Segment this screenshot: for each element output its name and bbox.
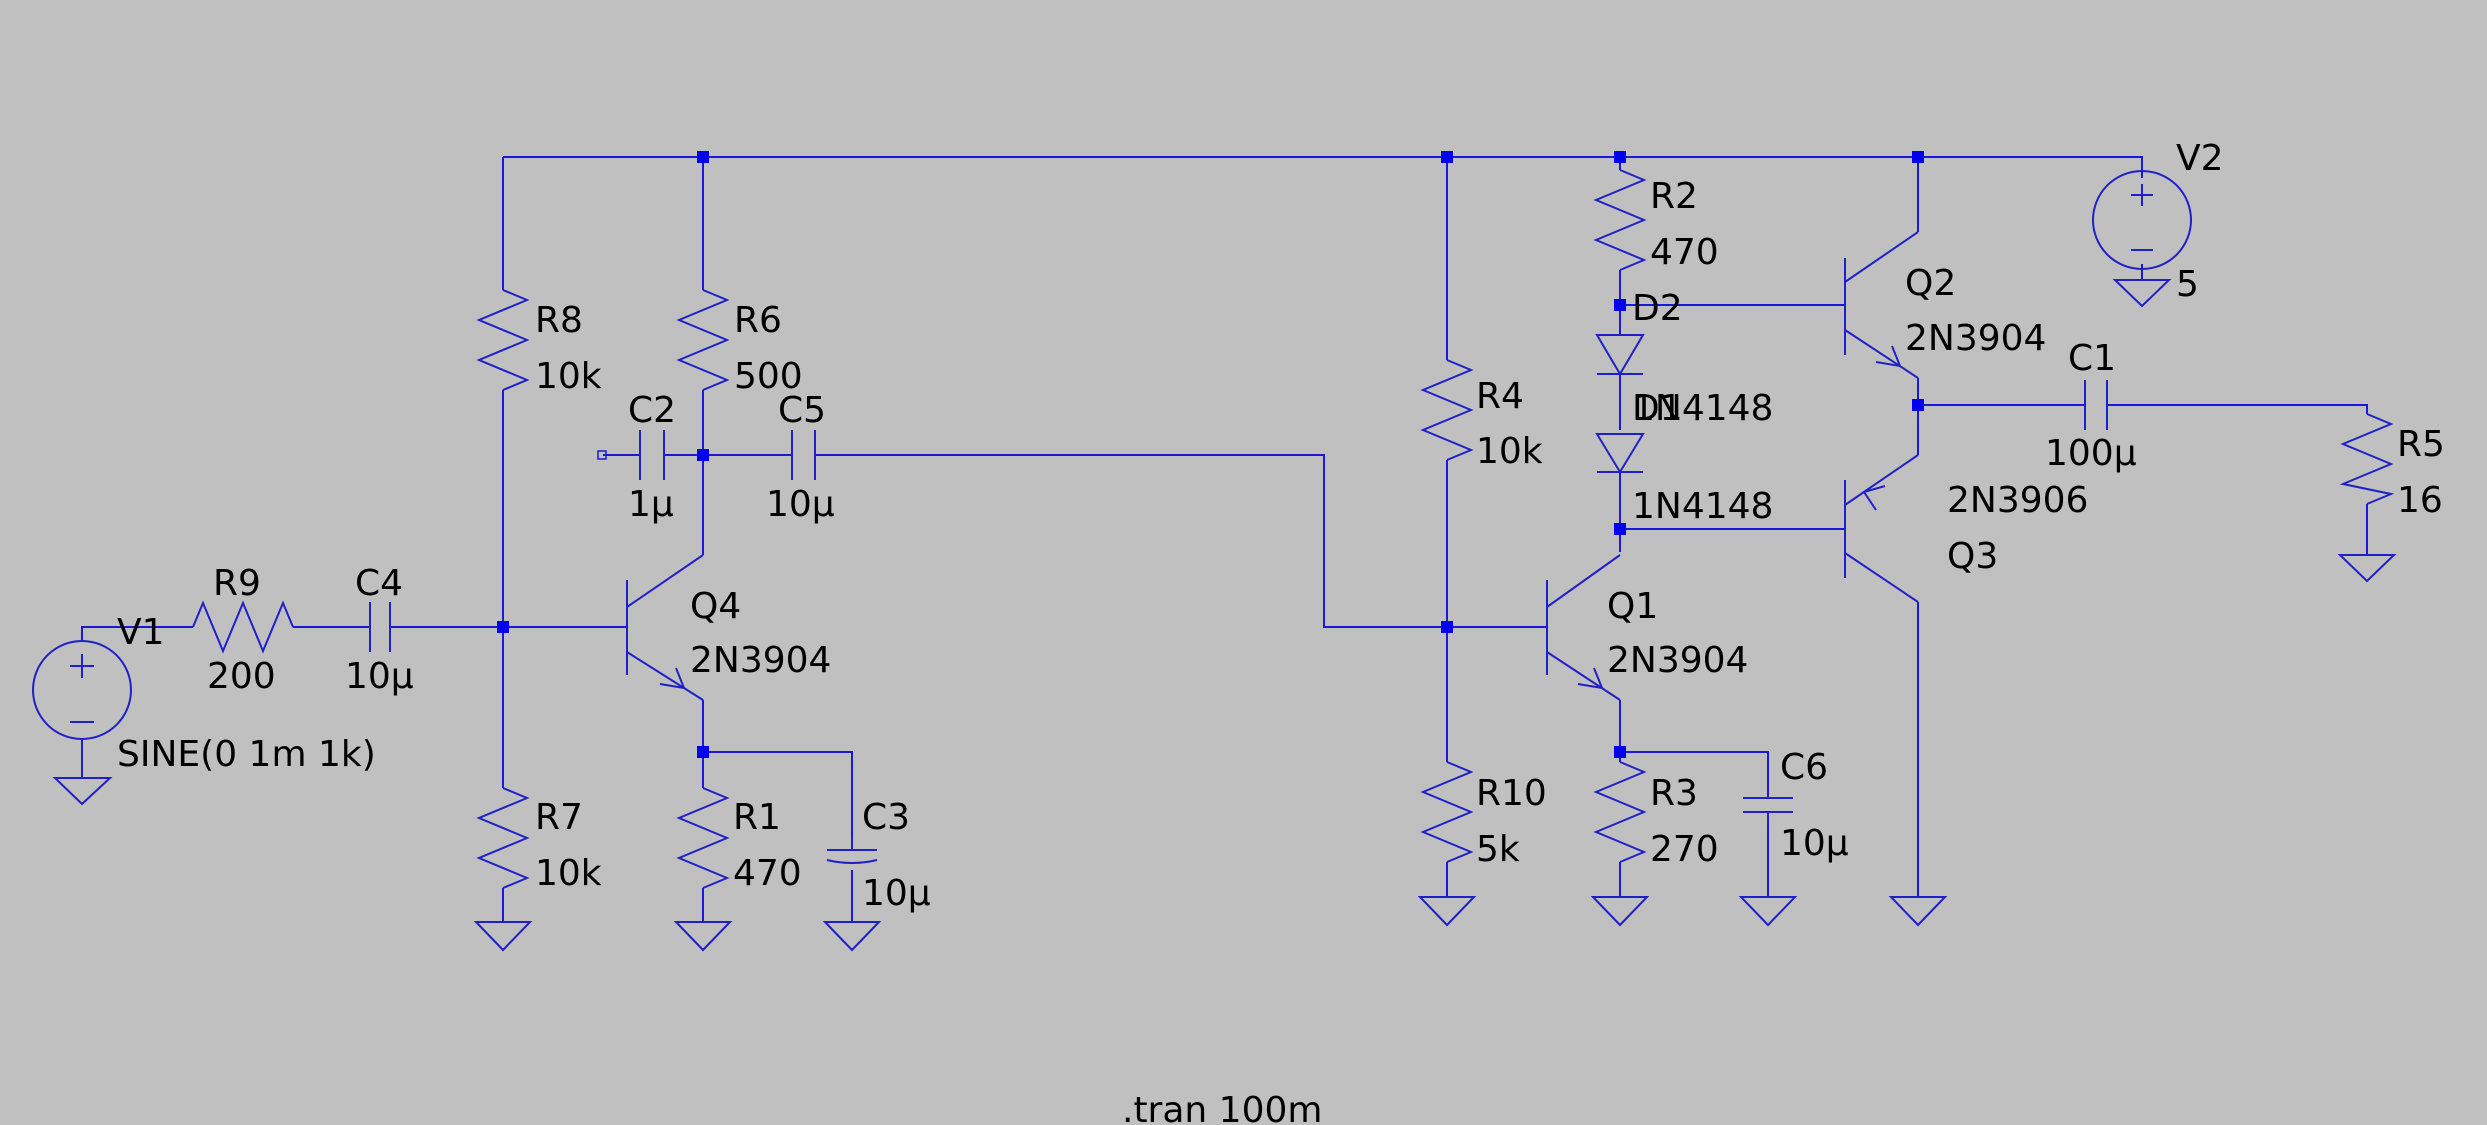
capacitor-c5[interactable]: C5 10µ [766,390,835,525]
resistor-r8-value: 10k [535,356,602,397]
ground-icon [673,921,733,952]
capacitor-c6-value: 10µ [1780,823,1849,864]
voltage-source-v2[interactable]: V2 5 [2092,138,2224,305]
resistor-r6[interactable]: R6 500 [676,289,803,397]
resistor-r8-name: R8 [535,300,583,341]
transistor-q1[interactable]: Q1 2N3904 [1546,554,1748,701]
resistor-r1-value: 470 [733,853,802,894]
voltage-source-v1-name: V1 [117,612,165,653]
resistor-r7[interactable]: R7 10k [476,787,602,894]
resistor-r3-value: 270 [1650,829,1719,870]
resistor-r4-value: 10k [1476,431,1543,472]
capacitor-c3-name: C3 [862,797,910,838]
resistor-r9-value: 200 [207,656,276,697]
capacitor-c3[interactable]: C3 10µ [826,797,931,914]
diode-d2-name: D2 [1632,288,1683,329]
resistor-r7-value: 10k [535,853,602,894]
capacitor-c3-value: 10µ [862,873,931,914]
capacitor-c4-name: C4 [355,563,403,604]
transistor-q4[interactable]: Q4 2N3904 [626,554,831,701]
resistor-r5-value: 16 [2397,480,2443,521]
resistor-r3-name: R3 [1650,773,1698,814]
capacitor-c1-value: 100µ [2045,433,2137,474]
resistor-r7-name: R7 [535,797,583,838]
resistor-r5[interactable]: R5 16 [2339,413,2445,521]
ground-icon [52,777,113,806]
ground-icon [1417,896,1477,927]
resistor-r2[interactable]: R2 470 [1593,169,1719,273]
transistor-q2-name: Q2 [1905,263,1956,304]
transistor-q2[interactable]: Q2 2N3904 [1844,231,2046,379]
resistor-r10[interactable]: R10 5k [1420,761,1547,870]
ground-symbols [52,279,2397,952]
resistor-r9-name: R9 [213,563,261,604]
resistor-r10-value: 5k [1476,829,1520,870]
capacitor-c6-name: C6 [1780,747,1828,788]
transistor-q3-name: Q3 [1947,536,1998,577]
resistor-r10-name: R10 [1476,773,1547,814]
capacitor-c2-value: 1µ [628,484,674,525]
resistor-r2-value: 470 [1650,232,1719,273]
ground-icon [1888,896,1948,927]
spice-directive[interactable]: .tran 100m [1122,1090,1322,1125]
resistor-r6-value: 500 [734,356,803,397]
diode-d1[interactable]: D1 1N4148 [1595,388,1773,527]
ground-icon [822,921,882,952]
junction-dots [497,151,1924,758]
resistor-r6-name: R6 [734,300,782,341]
capacitor-c5-value: 10µ [766,484,835,525]
resistor-r8[interactable]: R8 10k [476,289,602,397]
voltage-source-v1[interactable]: V1 SINE(0 1m 1k) [32,612,376,778]
capacitor-c5-name: C5 [778,390,826,431]
transistor-q3-model: 2N3906 [1947,480,2088,521]
voltage-source-v2-name: V2 [2176,138,2224,179]
resistor-r9[interactable]: R9 200 [192,563,294,697]
capacitor-c4[interactable]: C4 10µ [345,563,414,697]
transistor-q1-model: 2N3904 [1607,640,1748,681]
resistor-r3[interactable]: R3 270 [1593,761,1719,870]
capacitor-c1[interactable]: C1 100µ [2045,338,2137,474]
resistor-r5-name: R5 [2397,424,2445,465]
capacitor-c2[interactable]: C2 1µ [628,390,676,525]
capacitor-c4-value: 10µ [345,656,414,697]
wires [81,156,2368,922]
capacitor-c6[interactable]: C6 10µ [1743,747,1849,864]
ground-icon [2112,279,2172,308]
resistor-r1-name: R1 [733,797,781,838]
diode-d2[interactable]: D2 1N4148 [1595,288,1773,429]
diode-d2-model: 1N4148 [1632,388,1773,429]
diode-d1-model: 1N4148 [1632,486,1773,527]
capacitor-c2-name: C2 [628,390,676,431]
ground-icon [2337,554,2397,583]
resistor-r2-name: R2 [1650,176,1698,217]
diode-d1-name: D1 [1632,388,1683,429]
ground-icon [1738,896,1798,927]
ground-icon [1590,896,1650,927]
resistor-r1[interactable]: R1 470 [676,787,802,894]
transistor-q4-model: 2N3904 [690,640,831,681]
transistor-q1-name: Q1 [1607,586,1658,627]
resistor-r4-name: R4 [1476,376,1524,417]
resistor-r4[interactable]: R4 10k [1420,359,1543,472]
transistor-q2-model: 2N3904 [1905,318,2046,359]
voltage-source-v1-value: SINE(0 1m 1k) [117,734,376,775]
transistor-q3[interactable]: 2N3906 Q3 [1844,454,2088,603]
transistor-q4-name: Q4 [690,586,741,627]
capacitor-c1-name: C1 [2068,338,2116,379]
ground-icon [473,921,533,952]
voltage-source-v2-value: 5 [2176,264,2199,305]
